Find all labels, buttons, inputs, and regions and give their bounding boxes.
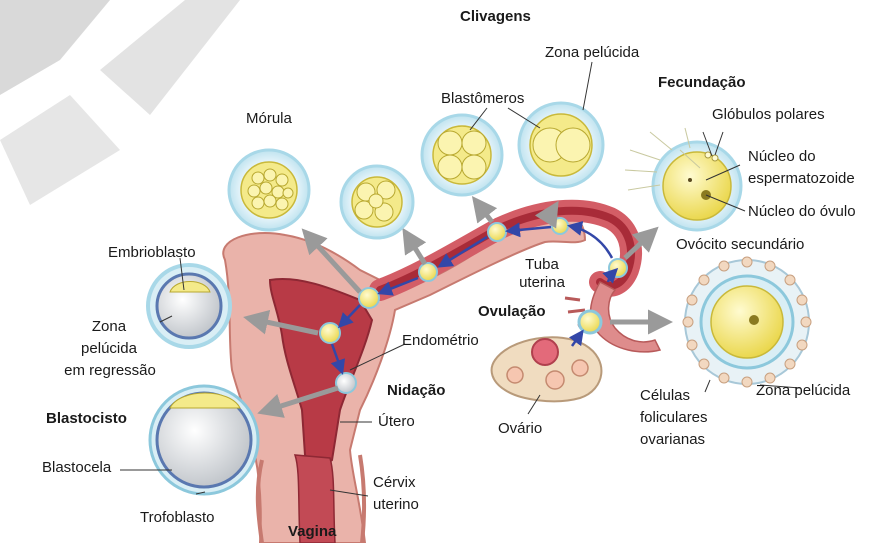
label-endometrio: Endométrio [402,332,479,350]
label-cervix-2: uterino [373,496,419,514]
label-nucleo-esperm-2: espermatozoide [748,170,855,188]
label-tuba-2: uterina [517,274,567,292]
label-zona-regressao-3: em regressão [56,362,164,380]
label-celulas-3: ovarianas [640,431,705,449]
eight-cell-illustration [341,166,413,238]
label-trofoblasto: Trofoblasto [140,509,214,527]
label-ovario: Ovário [498,420,542,438]
fertilization-illustration [625,128,741,230]
label-vagina: Vagina [288,523,336,541]
label-clivagens: Clivagens [460,8,531,26]
label-nidacao: Nidação [387,382,445,400]
label-globulos-polares: Glóbulos polares [712,106,825,124]
label-tuba-1: Tuba [522,256,562,274]
label-nucleo-esperm-1: Núcleo do [748,148,816,166]
label-cervix-1: Cérvix [373,474,416,492]
label-ovulacao: Ovulação [478,303,546,321]
label-blastocela: Blastocela [42,459,111,477]
label-ovocito-secundario: Ovócito secundário [676,236,804,254]
label-zona-regressao-2: pelúcida [74,340,144,358]
label-blastomeros: Blastômeros [441,90,524,108]
label-zona-regressao-1: Zona [84,318,134,336]
label-embrioblasto: Embrioblasto [108,244,196,262]
decorative-shapes [0,0,240,205]
label-fecundacao: Fecundação [658,74,746,92]
early-blastocyst-illustration [148,265,230,347]
two-cell-illustration [519,103,603,187]
blastocyst-illustration [150,386,258,494]
label-nucleo-ovulo: Núcleo do óvulo [748,203,856,221]
label-morula: Mórula [246,110,292,128]
label-celulas-1: Células [640,387,690,405]
ovary [492,337,602,401]
label-blastocisto: Blastocisto [46,410,127,428]
label-utero: Útero [378,413,415,431]
label-zona-pelucida-top: Zona pelúcida [545,44,639,62]
label-celulas-2: foliculares [640,409,708,427]
morula-illustration [229,150,309,230]
four-cell-illustration [422,115,502,195]
follicle-illustration [683,257,811,387]
label-zona-pelucida-right: Zona pelúcida [756,382,850,400]
